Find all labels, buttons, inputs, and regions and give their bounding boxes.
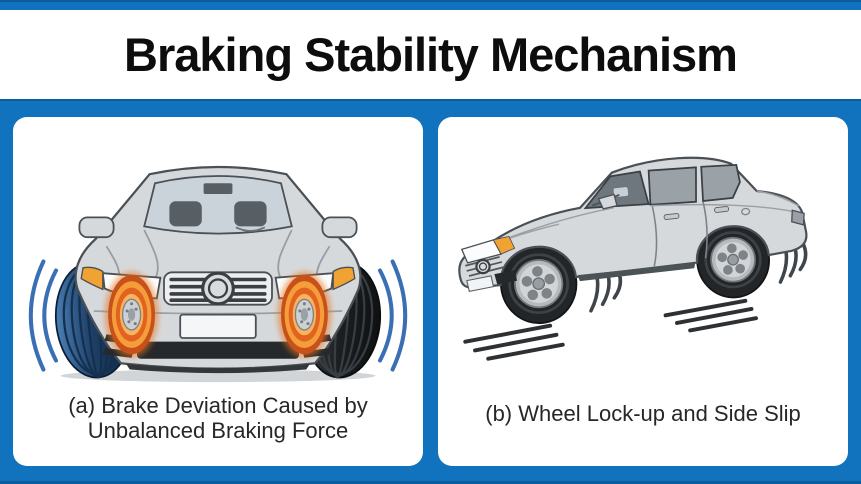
front-door-window <box>647 166 697 206</box>
brake-disc-right-icon <box>277 271 332 358</box>
main-title: Braking Stability Mechanism <box>124 28 738 81</box>
seat-headrest-right <box>234 201 267 227</box>
top-border-bar <box>0 0 861 10</box>
seat-headrest-left <box>169 201 202 227</box>
rearview-mirror <box>613 187 629 197</box>
fuel-door <box>741 207 751 216</box>
cabin-sensor <box>203 183 233 194</box>
grille <box>163 271 273 306</box>
rear-door-window <box>700 163 741 203</box>
panel-a: (a) Brake Deviation Caused by Unbalanced… <box>13 117 423 466</box>
skid-marks-rear-icon <box>663 298 758 333</box>
license-plate <box>179 313 257 339</box>
turn-signal-left-icon <box>80 266 104 291</box>
title-band: Braking Stability Mechanism <box>0 10 861 99</box>
bumper-lip <box>126 364 310 374</box>
side-mirror <box>597 193 618 210</box>
panel-b-caption: (b) Wheel Lock-up and Side Slip <box>485 401 801 426</box>
ground-shadow <box>60 369 376 383</box>
door-handle-front <box>663 213 680 220</box>
door-seams <box>651 201 708 267</box>
door-handle-rear <box>714 206 730 213</box>
side-mirror-left <box>78 216 115 239</box>
air-intake <box>137 341 299 359</box>
skid-marks-front-icon <box>463 323 565 361</box>
side-car-illustration <box>458 156 808 361</box>
front-car-illustration <box>28 165 408 383</box>
caption-a-line1: (a) Brake Deviation Caused by <box>68 393 368 418</box>
panel-a-caption: (a) Brake Deviation Caused by Unbalanced… <box>68 393 368 443</box>
caption-a-line2: Unbalanced Braking Force <box>87 418 349 443</box>
license-plate <box>466 275 495 293</box>
side-mirror-right <box>321 216 358 239</box>
air-intake <box>494 270 518 285</box>
turn-signal-icon <box>492 235 516 255</box>
steering-wheel <box>235 226 266 232</box>
panels-row: (a) Brake Deviation Caused by Unbalanced… <box>13 117 848 466</box>
front-wheel <box>500 243 578 325</box>
taillight <box>791 209 805 226</box>
brake-disc-left-icon <box>104 271 159 358</box>
brand-emblem-icon <box>201 271 235 306</box>
brand-emblem-icon <box>475 258 491 275</box>
panel-b: (b) Wheel Lock-up and Side Slip <box>438 117 848 466</box>
rocker-shadow <box>577 262 696 282</box>
blue-background: (a) Brake Deviation Caused by Unbalanced… <box>0 99 861 484</box>
turn-signal-right-icon <box>332 266 356 291</box>
